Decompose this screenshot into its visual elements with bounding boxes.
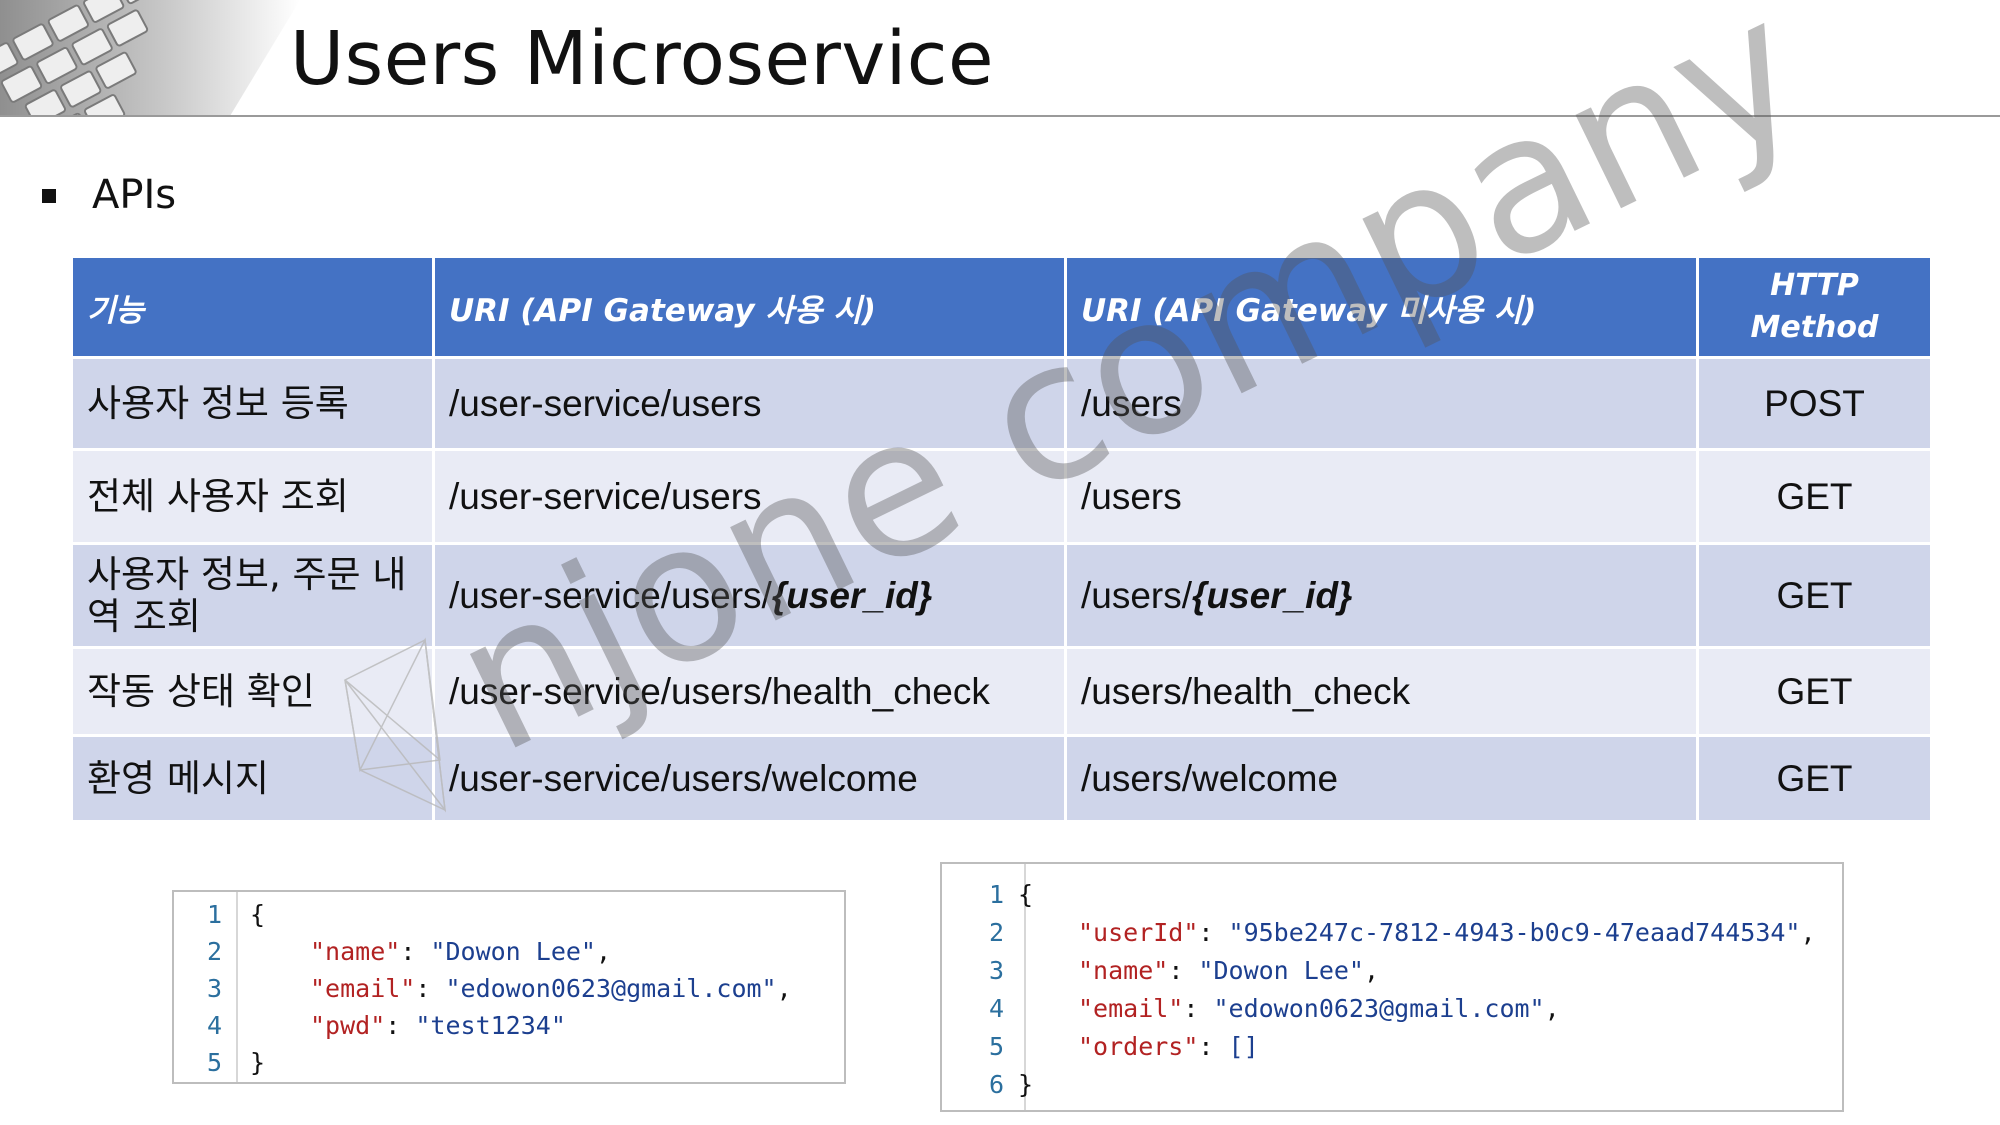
brace-open: { bbox=[250, 900, 266, 929]
code-line: "pwd": "test1234" bbox=[310, 1011, 566, 1040]
uri-text: /users bbox=[1081, 382, 1182, 424]
title-divider bbox=[0, 115, 2000, 117]
header-feature: 기능 bbox=[70, 255, 435, 359]
code-line: "email": "edowon0623@gmail.com", bbox=[310, 974, 792, 1003]
cell-uri: /users/welcome bbox=[1064, 734, 1699, 823]
line-number: 4 bbox=[206, 1011, 222, 1040]
json-value: "Dowon Lee" bbox=[1198, 956, 1364, 985]
cell-feature: 사용자 정보 등록 bbox=[70, 356, 435, 451]
json-key: "name" bbox=[310, 937, 401, 966]
table-row: 사용자 정보 등록 /user-service/users /users POS… bbox=[70, 356, 1933, 451]
line-number: 4 bbox=[988, 994, 1004, 1023]
brace-close: } bbox=[250, 1048, 266, 1077]
slide-title: Users Microservice bbox=[290, 16, 994, 102]
api-table: 기능 URI (API Gateway 사용 시) URI (API Gatew… bbox=[70, 255, 1933, 823]
json-suffix: , bbox=[1544, 994, 1560, 1023]
header-uri-no-gateway: URI (API Gateway 미사용 시) bbox=[1064, 255, 1699, 359]
cell-feature: 전체 사용자 조회 bbox=[70, 448, 435, 545]
code-gutter-divider bbox=[1024, 864, 1026, 1110]
cell-method: GET bbox=[1696, 734, 1933, 823]
code-line: "userId": "95be247c-7812-4943-b0c9-47eaa… bbox=[1078, 918, 1816, 947]
cell-uri-gateway: /user-service/users/{user_id} bbox=[432, 542, 1067, 649]
uri-text: /users/welcome bbox=[1081, 757, 1339, 799]
brace-open: { bbox=[1018, 880, 1034, 909]
code-line: "orders": [] bbox=[1078, 1032, 1259, 1061]
json-key: "email" bbox=[1078, 994, 1184, 1023]
code-gutter-divider bbox=[236, 892, 238, 1082]
uri-text: /users/health_check bbox=[1081, 670, 1411, 712]
uri-param: {user_id} bbox=[1192, 574, 1353, 616]
json-value: "Dowon Lee" bbox=[430, 937, 596, 966]
cell-uri: /users/health_check bbox=[1064, 646, 1699, 737]
header-http-method: HTTP Method bbox=[1696, 255, 1933, 359]
cell-feature: 사용자 정보, 주문 내역 조회 bbox=[70, 542, 435, 649]
table-row: 작동 상태 확인 /user-service/users/health_chec… bbox=[70, 646, 1933, 737]
cell-feature: 환영 메시지 bbox=[70, 734, 435, 823]
bullet-square-icon bbox=[42, 189, 56, 203]
json-value: "edowon0623@gmail.com" bbox=[1213, 994, 1545, 1023]
line-number: 1 bbox=[206, 900, 222, 929]
uri-text: /users/ bbox=[1081, 574, 1193, 616]
bullet-apis: APIs bbox=[92, 172, 177, 218]
keyboard-corner-image bbox=[0, 0, 300, 116]
request-json-code-block: 1 2 3 4 5 { "name": "Dowon Lee", "email"… bbox=[172, 890, 846, 1084]
cell-uri: /users/{user_id} bbox=[1064, 542, 1699, 649]
cell-method: GET bbox=[1696, 542, 1933, 649]
line-number: 6 bbox=[988, 1070, 1004, 1099]
code-line: "name": "Dowon Lee", bbox=[1078, 956, 1380, 985]
line-number: 3 bbox=[988, 956, 1004, 985]
response-json-code-block: 1 2 3 4 5 6 { "userId": "95be247c-7812-4… bbox=[940, 862, 1844, 1112]
json-key: "userId" bbox=[1078, 918, 1199, 947]
line-number: 2 bbox=[988, 918, 1004, 947]
line-number: 3 bbox=[206, 974, 222, 1003]
table-row: 환영 메시지 /user-service/users/welcome /user… bbox=[70, 734, 1933, 823]
json-suffix: , bbox=[1800, 918, 1816, 947]
json-value: "95be247c-7812-4943-b0c9-47eaad744534" bbox=[1228, 918, 1801, 947]
json-key: "email" bbox=[310, 974, 416, 1003]
cell-uri: /users bbox=[1064, 356, 1699, 451]
cell-method: GET bbox=[1696, 646, 1933, 737]
code-line: "name": "Dowon Lee", bbox=[310, 937, 612, 966]
uri-param: {user_id} bbox=[771, 574, 933, 616]
uri-text: /user-service/users/ bbox=[449, 574, 772, 616]
header-http-method-line1: HTTP bbox=[1770, 268, 1859, 303]
uri-text: /users bbox=[1081, 475, 1182, 517]
line-number: 5 bbox=[206, 1048, 222, 1077]
uri-text: /user-service/users bbox=[449, 475, 762, 517]
cell-uri-gateway: /user-service/users/health_check bbox=[432, 646, 1067, 737]
json-suffix: , bbox=[776, 974, 792, 1003]
header-uri-gateway: URI (API Gateway 사용 시) bbox=[432, 255, 1067, 359]
cell-method: POST bbox=[1696, 356, 1933, 451]
json-value: "edowon0623@gmail.com" bbox=[445, 974, 777, 1003]
json-suffix: , bbox=[596, 937, 612, 966]
table-header-row: 기능 URI (API Gateway 사용 시) URI (API Gatew… bbox=[70, 255, 1933, 359]
table-row: 전체 사용자 조회 /user-service/users /users GET bbox=[70, 448, 1933, 545]
json-key: "orders" bbox=[1078, 1032, 1199, 1061]
json-value: "test1234" bbox=[415, 1011, 566, 1040]
json-suffix: , bbox=[1364, 956, 1380, 985]
cell-method: GET bbox=[1696, 448, 1933, 545]
cell-feature: 작동 상태 확인 bbox=[70, 646, 435, 737]
line-number: 5 bbox=[988, 1032, 1004, 1061]
json-key: "name" bbox=[1078, 956, 1169, 985]
json-value: [] bbox=[1228, 1032, 1259, 1061]
cell-uri-gateway: /user-service/users bbox=[432, 356, 1067, 451]
cell-uri-gateway: /user-service/users bbox=[432, 448, 1067, 545]
code-line: "email": "edowon0623@gmail.com", bbox=[1078, 994, 1560, 1023]
line-number: 1 bbox=[988, 880, 1004, 909]
brace-close: } bbox=[1018, 1070, 1034, 1099]
header-http-method-line2: Method bbox=[1750, 310, 1879, 345]
uri-text: /user-service/users/welcome bbox=[449, 757, 918, 799]
line-number: 2 bbox=[206, 937, 222, 966]
table-row: 사용자 정보, 주문 내역 조회 /user-service/users/{us… bbox=[70, 542, 1933, 649]
cell-uri-gateway: /user-service/users/welcome bbox=[432, 734, 1067, 823]
uri-text: /user-service/users bbox=[449, 382, 762, 424]
json-key: "pwd" bbox=[310, 1011, 386, 1040]
uri-text: /user-service/users/health_check bbox=[449, 670, 990, 712]
cell-uri: /users bbox=[1064, 448, 1699, 545]
